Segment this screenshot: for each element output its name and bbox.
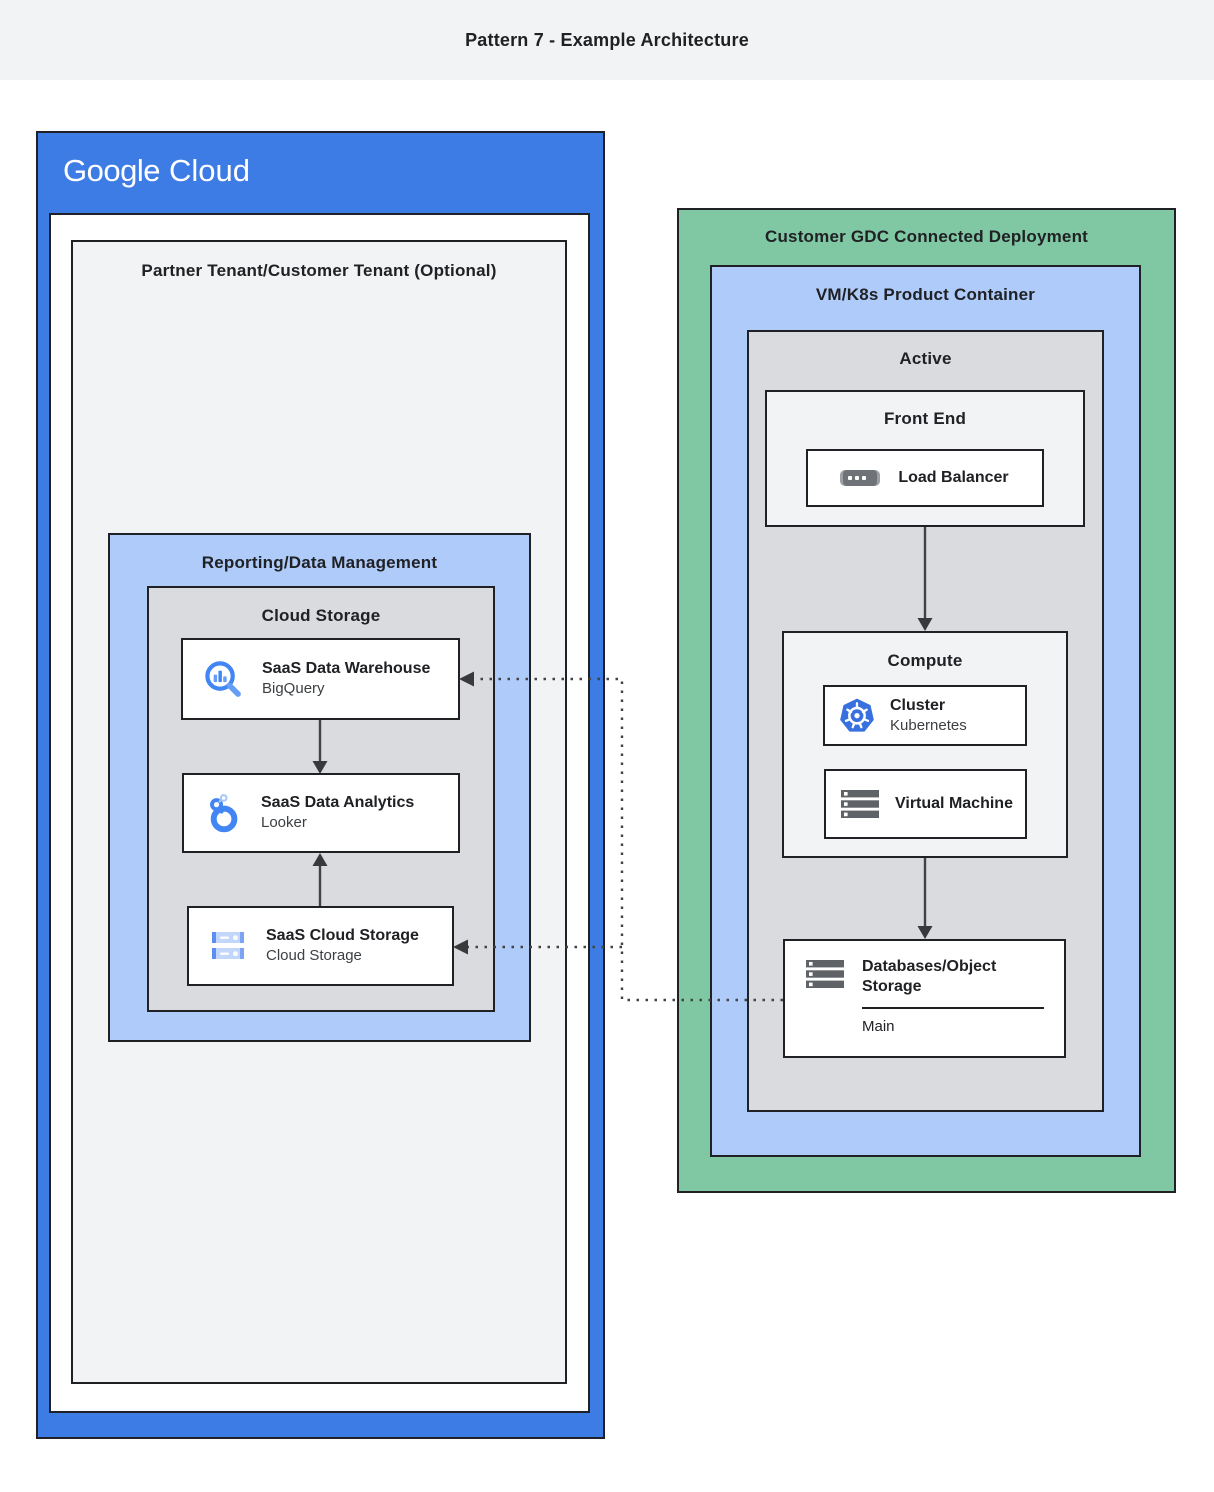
vmk8s-title: VM/K8s Product Container bbox=[815, 285, 1036, 304]
cloud-storage-group-title: Cloud Storage bbox=[261, 606, 381, 625]
databases-card-footer: Main bbox=[862, 1018, 895, 1035]
warehouse-card-subtitle: BigQuery bbox=[262, 680, 325, 698]
warehouse-card-title: SaaS Data Warehouse bbox=[262, 660, 431, 678]
load-balancer-card: Load Balancer bbox=[806, 449, 1044, 507]
analytics-card-subtitle: Looker bbox=[261, 814, 307, 832]
front-end-title: Front End bbox=[883, 409, 967, 428]
title-bar: Pattern 7 - Example Architecture bbox=[0, 0, 1214, 80]
databases-card-title: Databases/Object Storage bbox=[862, 958, 997, 995]
saas-data-warehouse-card: SaaS Data Warehouse BigQuery bbox=[181, 638, 460, 720]
analytics-card-title: SaaS Data Analytics bbox=[261, 794, 415, 812]
load-balancer-icon bbox=[839, 466, 881, 490]
page-title: Pattern 7 - Example Architecture bbox=[465, 29, 749, 50]
database-storage-icon bbox=[803, 957, 847, 991]
google-cloud-logo: Google Cloud bbox=[63, 148, 250, 194]
kubernetes-icon bbox=[837, 696, 877, 736]
bigquery-icon bbox=[201, 657, 245, 701]
storage-card-subtitle: Cloud Storage bbox=[266, 947, 362, 965]
cluster-card-title: Cluster bbox=[890, 696, 946, 714]
active-title: Active bbox=[899, 349, 952, 368]
saas-cloud-storage-card: SaaS Cloud Storage Cloud Storage bbox=[187, 906, 454, 986]
virtual-machine-title: Virtual Machine bbox=[895, 795, 1013, 812]
gdc-title: Customer GDC Connected Deployment bbox=[764, 227, 1089, 246]
saas-data-analytics-card: SaaS Data Analytics Looker bbox=[182, 773, 460, 853]
virtual-machine-icon bbox=[838, 787, 882, 821]
reporting-title: Reporting/Data Management bbox=[201, 553, 438, 572]
cloud-storage-icon bbox=[207, 927, 249, 965]
cluster-card-subtitle: Kubernetes bbox=[890, 716, 967, 734]
partner-tenant-title: Partner Tenant/Customer Tenant (Optional… bbox=[141, 261, 497, 280]
cluster-card: Cluster Kubernetes bbox=[823, 685, 1027, 746]
storage-card-title: SaaS Cloud Storage bbox=[266, 927, 419, 945]
logo-cloud-text: Cloud bbox=[168, 153, 250, 188]
virtual-machine-card: Virtual Machine bbox=[824, 769, 1027, 839]
databases-object-storage-card: Databases/Object Storage Main bbox=[783, 939, 1066, 1058]
databases-card-divider bbox=[862, 1007, 1044, 1009]
logo-google-text: Google bbox=[63, 153, 160, 188]
compute-title: Compute bbox=[887, 651, 963, 670]
load-balancer-title: Load Balancer bbox=[898, 469, 1009, 486]
looker-icon bbox=[202, 791, 244, 835]
